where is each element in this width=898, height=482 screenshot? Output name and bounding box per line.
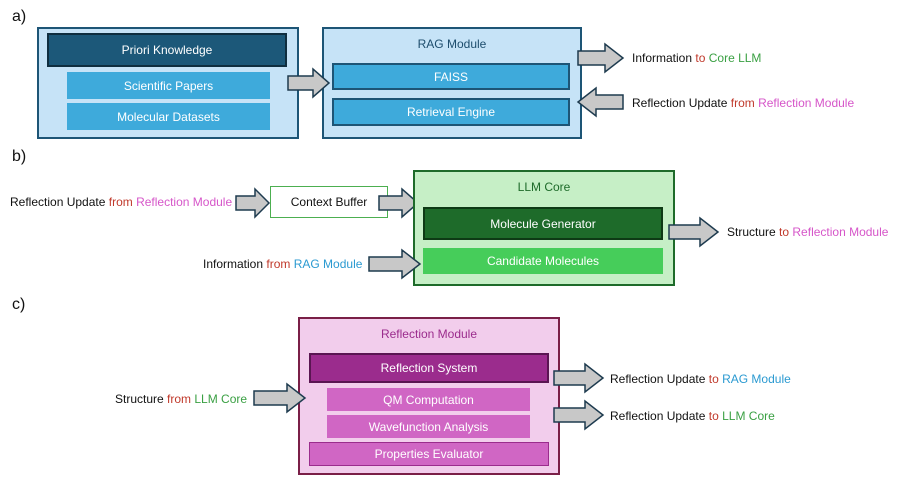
arrow-reflection-to-llm-core [553,399,605,431]
label-target: RAG Module [293,257,363,271]
label-pre: Reflection Update [610,372,706,386]
arrow-reflection-to-rag [576,86,624,118]
label-pre: Information [632,51,693,65]
panel-b-label: b) [12,148,27,165]
label-pre: Structure [727,225,776,239]
panel-c-label: c) [12,296,26,313]
label-conn: to [708,372,719,386]
structure-to-reflection-module-label: Structure to Reflection Module [727,225,888,239]
reflection-update-from-reflection-module-label-a: Reflection Update from Reflection Module [632,96,854,110]
label-pre: Reflection Update [10,195,106,209]
arrow-llm-to-structure [668,216,720,248]
scientific-papers-box: Scientific Papers [67,72,270,99]
arrow-reflection-to-rag-module [553,362,605,394]
label-pre: Information [203,257,264,271]
information-to-core-llm-label: Information to Core LLM [632,51,761,65]
label-conn: to [708,409,719,423]
context-buffer-box: Context Buffer [270,186,388,218]
label-conn: from [730,96,755,110]
panel-a-label: a) [12,8,27,25]
properties-evaluator-box: Properties Evaluator [309,442,549,466]
label-target: Reflection Module [136,195,233,209]
label-target: LLM Core [194,392,248,406]
arrow-prior-to-rag [287,67,331,99]
label-target: LLM Core [722,409,775,423]
wavefunction-analysis-box: Wavefunction Analysis [327,415,530,438]
reflection-module-title: Reflection Module [380,327,478,341]
arrow-rag-to-information [577,42,625,74]
label-conn: from [266,257,291,271]
label-target: Reflection Module [792,225,889,239]
label-pre: Reflection Update [632,96,728,110]
arrow-context-buffer-to-llm [378,187,420,219]
reflection-update-to-rag-module-label: Reflection Update to RAG Module [610,372,791,386]
reflection-update-from-reflection-module-label-b: Reflection Update from Reflection Module [10,195,232,209]
llm-core-title: LLM Core [517,180,571,194]
retrieval-engine-box: Retrieval Engine [332,98,570,126]
reflection-update-to-llm-core-label: Reflection Update to LLM Core [610,409,775,423]
priori-knowledge-header: Priori Knowledge [47,33,287,67]
candidate-molecules-box: Candidate Molecules [423,248,663,274]
arrow-reflection-to-context-buffer [235,187,271,219]
arrow-rag-to-llm [368,248,422,280]
molecular-datasets-box: Molecular Datasets [67,103,270,130]
label-target: RAG Module [722,372,791,386]
label-conn: to [779,225,790,239]
label-pre: Reflection Update [610,409,706,423]
reflection-system-box: Reflection System [309,353,549,383]
label-conn: from [108,195,133,209]
faiss-box: FAISS [332,63,570,90]
rag-module-title: RAG Module [417,37,487,51]
arrow-llm-to-reflection [253,382,307,414]
molecule-generator-box: Molecule Generator [423,207,663,240]
structure-from-llm-core-label: Structure from LLM Core [115,392,247,406]
label-target: Reflection Module [758,96,855,110]
qm-computation-box: QM Computation [327,388,530,411]
label-conn: to [695,51,706,65]
label-conn: from [167,392,192,406]
information-from-rag-module-label: Information from RAG Module [203,257,362,271]
label-target: Core LLM [708,51,762,65]
label-pre: Structure [115,392,164,406]
